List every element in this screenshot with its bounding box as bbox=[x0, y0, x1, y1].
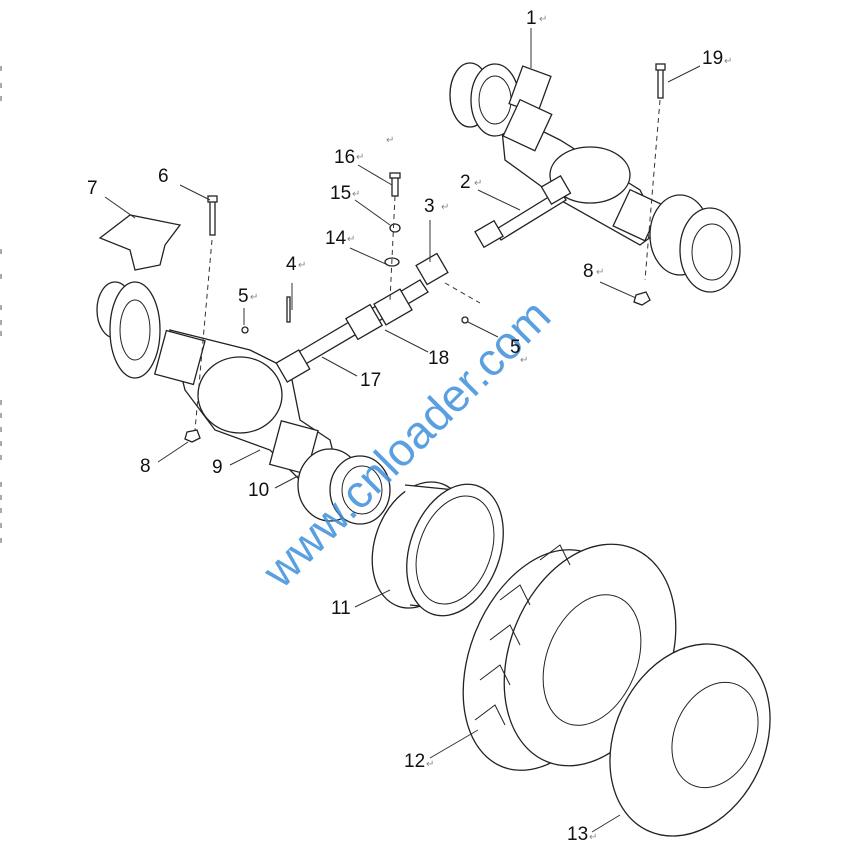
drive-shaft-17 bbox=[241, 172, 481, 383]
svg-text:↵: ↵ bbox=[441, 202, 449, 213]
label-3: 3 bbox=[424, 196, 435, 217]
svg-text:↵: ↵ bbox=[386, 135, 394, 146]
tire-13 bbox=[609, 643, 771, 837]
label-13: 13 bbox=[567, 824, 588, 844]
label-2: 2 bbox=[460, 172, 471, 193]
label-12: 12 bbox=[404, 751, 425, 772]
bolt-19 bbox=[633, 63, 666, 306]
svg-text:↵: ↵ bbox=[724, 56, 732, 67]
svg-text:↵: ↵ bbox=[356, 152, 364, 163]
label-10: 10 bbox=[248, 480, 269, 501]
label-17: 17 bbox=[360, 370, 381, 391]
svg-text:↵: ↵ bbox=[298, 260, 306, 271]
label-18: 18 bbox=[428, 348, 449, 369]
label-15: 15 bbox=[330, 183, 351, 204]
bolt-6 bbox=[184, 195, 218, 443]
svg-text:↵: ↵ bbox=[426, 759, 434, 770]
label-5-rear: 5 bbox=[510, 337, 521, 358]
label-11: 11 bbox=[331, 598, 351, 619]
label-5-front: 5 bbox=[238, 286, 249, 307]
label-4: 4 bbox=[286, 254, 297, 275]
svg-text:↵: ↵ bbox=[596, 267, 604, 278]
paragraph-marks: ↵ ↵ ↵ ↵ ↵ ↵ ↵ ↵ ↵ ↵ ↵ ↵ ↵ ↵ bbox=[250, 14, 732, 843]
cover-7 bbox=[98, 214, 182, 271]
svg-text:↵: ↵ bbox=[352, 189, 360, 200]
part-labels: 1 19 2 3 16 15 14 4 6 7 5 5 8 18 17 8 9 … bbox=[87, 8, 723, 844]
svg-text:↵: ↵ bbox=[589, 832, 597, 843]
rim-11 bbox=[371, 481, 504, 617]
margin-marks bbox=[0, 66, 2, 543]
rear-axle bbox=[449, 62, 741, 293]
leader-lines bbox=[104, 28, 701, 833]
label-19: 19 bbox=[702, 48, 723, 69]
front-axle bbox=[96, 281, 391, 525]
label-8-rear: 8 bbox=[583, 261, 594, 282]
svg-text:↵: ↵ bbox=[250, 292, 258, 303]
label-7: 7 bbox=[87, 178, 98, 199]
svg-text:↵: ↵ bbox=[520, 355, 528, 366]
svg-text:↵: ↵ bbox=[474, 178, 482, 189]
label-14: 14 bbox=[325, 228, 347, 249]
label-9: 9 bbox=[212, 457, 223, 478]
label-8-front: 8 bbox=[140, 456, 151, 477]
label-16: 16 bbox=[334, 147, 355, 168]
svg-text:↵: ↵ bbox=[347, 234, 355, 245]
svg-text:↵: ↵ bbox=[539, 14, 547, 25]
label-1: 1 bbox=[526, 8, 537, 29]
drive-shaft-2 bbox=[474, 174, 572, 249]
label-6: 6 bbox=[158, 166, 169, 187]
